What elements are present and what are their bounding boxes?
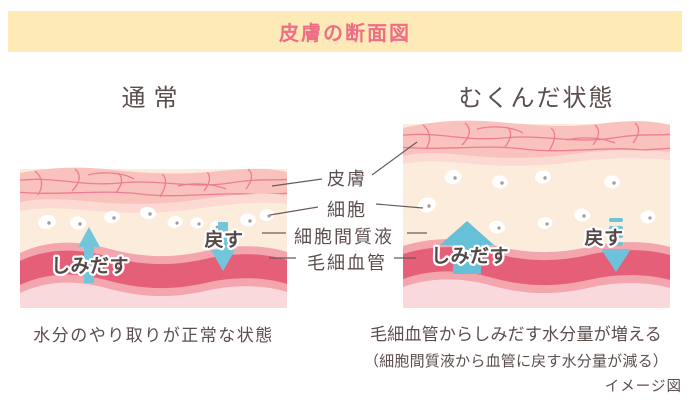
normal-skin-diagram: しみだす 戻す [20, 167, 287, 308]
skin-under-strip [20, 193, 287, 213]
seep-out-label: しみだす [431, 245, 509, 267]
cells-group [418, 169, 656, 234]
interstitial-fluid-label: 細胞間質液 [294, 227, 394, 247]
left-panel-caption: 水分のやり取りが正常な状態 [33, 326, 274, 345]
image-note: イメージ図 [604, 379, 682, 395]
skin-layer [20, 167, 287, 204]
skin-cell-pattern [20, 168, 287, 198]
left-panel-title: 通常 [121, 85, 186, 112]
right-panel-title: むくんだ状態 [458, 85, 615, 112]
skin-label: 皮膚 [327, 169, 367, 189]
return-label: 戻す [584, 226, 623, 249]
skin-cell-pattern [403, 122, 670, 152]
return-label: 戻す [204, 228, 243, 251]
header-band: 皮膚の断面図 [8, 11, 682, 52]
swollen-skin-diagram: しみだす 戻す [403, 120, 670, 308]
cell-label: 細胞 [327, 200, 367, 220]
return-arrow-down [211, 222, 235, 271]
capillary-label: 毛細血管 [307, 253, 387, 273]
right-caption-line1: 毛細血管からしみだす水分量が増える [370, 325, 662, 344]
skin-under-strip [403, 150, 670, 166]
figure-title: 皮膚の断面図 [279, 23, 411, 45]
return-arrow-down-dashed [601, 218, 631, 272]
seep-out-arrow-up [78, 227, 100, 283]
seep-out-label: しみだす [51, 255, 129, 277]
right-panel-caption: 毛細血管からしみだす水分量が増える （細胞間質液から血管に戻す水分量が減る） [350, 320, 682, 371]
right-caption-line2: （細胞間質液から血管に戻す水分量が減る） [363, 353, 668, 370]
seep-out-arrow-up-large [440, 221, 494, 274]
